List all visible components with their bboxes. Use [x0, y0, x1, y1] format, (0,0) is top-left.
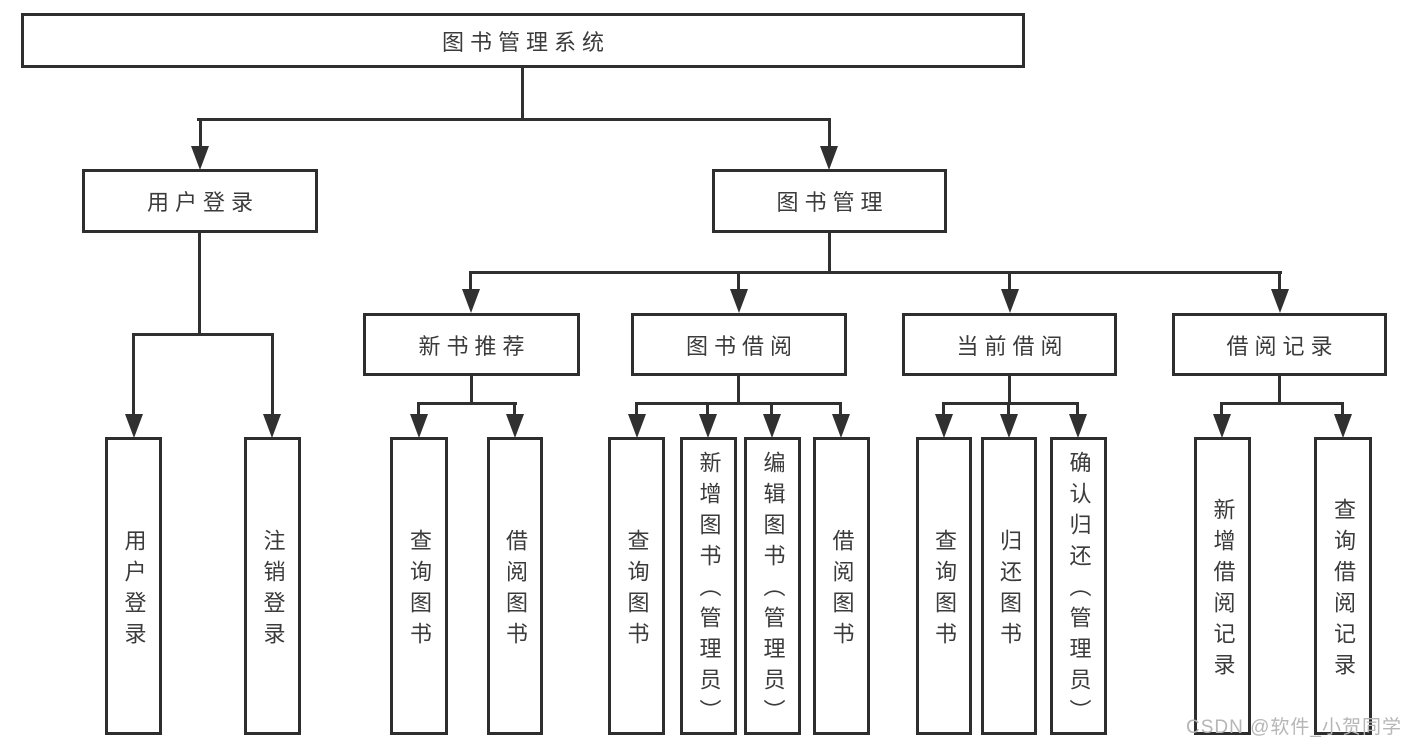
connector-line: [1220, 402, 1223, 416]
arrowhead-icon: [832, 414, 850, 438]
connector-line: [942, 402, 945, 416]
connector-line: [271, 333, 274, 416]
connector-line: [1076, 402, 1079, 416]
connector-line: [943, 402, 1079, 405]
connector-line: [770, 402, 773, 416]
leaf-record-add: 新增借阅记录: [1194, 437, 1251, 735]
connector-line: [1341, 402, 1344, 416]
leaf-user-login: 用户登录: [105, 437, 162, 735]
connector-line: [417, 402, 420, 416]
arrowhead-icon: [763, 414, 781, 438]
connector-line: [199, 118, 202, 149]
arrowhead-icon: [1000, 414, 1018, 438]
connector-line: [470, 271, 1282, 274]
arrowhead-icon: [506, 414, 524, 438]
connector-line: [198, 233, 201, 335]
node-borrow-record: 借阅记录: [1172, 313, 1387, 376]
connector-line: [1278, 376, 1281, 405]
node-book-management: 图书管理: [712, 169, 947, 233]
arrowhead-icon: [935, 414, 953, 438]
leaf-current-return: 归还图书: [981, 437, 1037, 735]
connector-line: [1008, 271, 1011, 293]
connector-line: [1221, 402, 1344, 405]
leaf-newbook-query: 查询图书: [390, 437, 448, 735]
node-current-borrow: 当前借阅: [902, 313, 1117, 376]
node-user-login: 用户登录: [82, 169, 318, 233]
leaf-newbook-borrow: 借阅图书: [487, 437, 543, 735]
connector-line: [132, 333, 274, 336]
leaf-current-query: 查询图书: [916, 437, 972, 735]
connector-line: [706, 402, 709, 416]
connector-line: [418, 402, 517, 405]
arrowhead-icon: [730, 289, 748, 313]
connector-line: [636, 402, 842, 405]
arrowhead-icon: [125, 414, 143, 438]
node-book-borrow: 图书借阅: [631, 313, 847, 376]
connector-line: [737, 376, 740, 405]
leaf-logout: 注销登录: [244, 437, 301, 735]
leaf-borrow-edit-admin: 编辑图书（管理员）: [744, 437, 801, 735]
arrowhead-icon: [820, 146, 838, 170]
arrowhead-icon: [628, 414, 646, 438]
connector-line: [470, 376, 473, 405]
arrowhead-icon: [1213, 414, 1231, 438]
connector-line: [828, 233, 831, 274]
leaf-record-query: 查询借阅记录: [1314, 437, 1372, 735]
connector-line: [469, 271, 472, 293]
leaf-borrow-query: 查询图书: [608, 437, 665, 735]
connector-line: [1278, 271, 1281, 293]
arrowhead-icon: [1069, 414, 1087, 438]
arrowhead-icon: [263, 414, 281, 438]
csdn-watermark: CSDN @软件_小贺同学: [1186, 717, 1402, 738]
connector-line: [197, 118, 831, 121]
leaf-borrow-add-admin: 新增图书（管理员）: [680, 437, 737, 735]
connector-line: [635, 402, 638, 416]
connector-line: [737, 271, 740, 293]
arrowhead-icon: [1001, 289, 1019, 313]
connector-line: [839, 402, 842, 416]
connector-line: [513, 402, 516, 416]
connector-line: [521, 68, 524, 121]
node-new-book-recommend: 新书推荐: [363, 313, 580, 376]
connector-line: [1008, 376, 1011, 405]
arrowhead-icon: [699, 414, 717, 438]
node-system-root: 图书管理系统: [21, 13, 1025, 68]
arrowhead-icon: [191, 146, 209, 170]
leaf-current-confirm-admin: 确认归还（管理员）: [1050, 437, 1107, 735]
connector-line: [132, 333, 135, 416]
arrowhead-icon: [410, 414, 428, 438]
arrowhead-icon: [462, 289, 480, 313]
connector-line: [828, 118, 831, 149]
arrowhead-icon: [1334, 414, 1352, 438]
connector-line: [1007, 402, 1010, 416]
leaf-borrow-book: 借阅图书: [813, 437, 870, 735]
arrowhead-icon: [1271, 289, 1289, 313]
